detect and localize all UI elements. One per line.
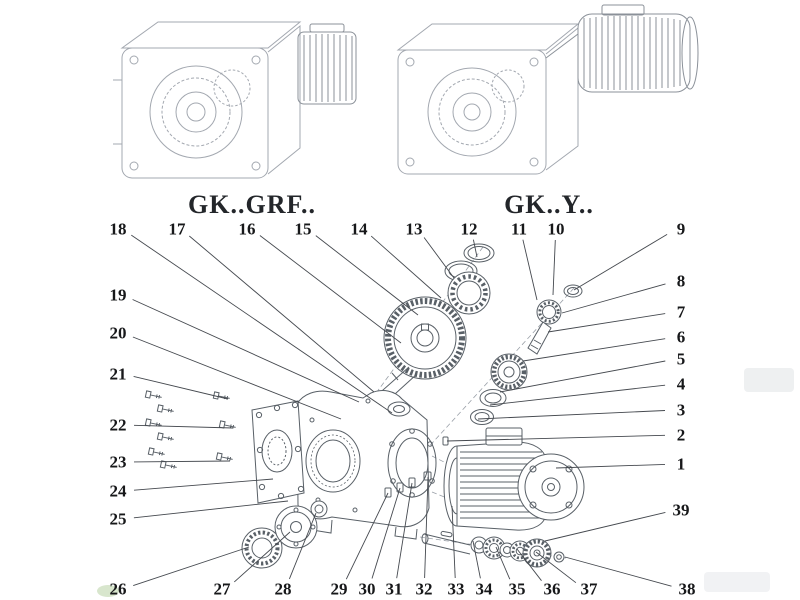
- model-label-grf: GK..GRF..: [188, 190, 316, 219]
- logo-watermark: [97, 585, 119, 597]
- leader-line-21: [133, 375, 229, 400]
- input-adapter-fins: [297, 23, 357, 105]
- part-callout-37: 37: [580, 579, 598, 599]
- part-callout-35: 35: [508, 579, 526, 599]
- motor-drawing: [545, 4, 699, 93]
- part-callout-21: 21: [109, 364, 127, 384]
- part-callout-29: 29: [330, 579, 348, 599]
- leader-line-34: [472, 540, 481, 579]
- model-label-y: GK..Y..: [504, 190, 594, 219]
- part-callout-13: 13: [405, 219, 423, 239]
- leader-line-4: [489, 384, 666, 406]
- part-callout-18: 18: [109, 219, 127, 239]
- gearbox-variant-grf-drawing: [113, 21, 357, 179]
- part-callout-26: 26: [109, 579, 127, 599]
- part-callout-39: 39: [672, 500, 690, 520]
- part-callout-24: 24: [109, 481, 127, 501]
- gearbox-housing: [296, 390, 437, 540]
- part-callout-19: 19: [109, 285, 127, 305]
- part-callout-22: 22: [109, 415, 127, 435]
- leader-line-2: [446, 434, 666, 442]
- part-callout-1: 1: [676, 454, 686, 474]
- leader-line-36: [516, 548, 542, 581]
- part-callout-30: 30: [358, 579, 376, 599]
- part-callout-8: 8: [676, 271, 686, 291]
- part-callout-20: 20: [109, 323, 127, 343]
- leader-line-14: [370, 235, 442, 299]
- leader-line-13: [423, 237, 455, 279]
- part-callout-34: 34: [475, 579, 493, 599]
- retaining-ring: [463, 243, 495, 263]
- part-callout-9: 9: [676, 219, 686, 239]
- part-callout-27: 27: [213, 579, 231, 599]
- part-callout-2: 2: [676, 425, 686, 445]
- leader-line-24: [133, 478, 274, 491]
- exploded-view-drawing: [144, 243, 585, 569]
- part-callout-31: 31: [385, 579, 403, 599]
- leader-line-28: [288, 512, 317, 580]
- part-callout-23: 23: [109, 452, 127, 472]
- part-callout-16: 16: [238, 219, 256, 239]
- part-callout-28: 28: [274, 579, 292, 599]
- part-callout-25: 25: [109, 509, 127, 529]
- leader-line-5: [499, 360, 666, 393]
- leader-line-22: [133, 424, 234, 429]
- bevel-gear: [490, 353, 528, 391]
- part-callout-36: 36: [543, 579, 561, 599]
- leader-line-17: [189, 235, 375, 393]
- leader-lines: [131, 234, 672, 587]
- part-callout-32: 32: [415, 579, 433, 599]
- leader-line-39: [544, 511, 666, 542]
- leader-line-16: [259, 235, 402, 344]
- leader-line-27: [233, 531, 291, 583]
- leader-line-18: [131, 234, 393, 414]
- part-callout-11: 11: [510, 219, 528, 239]
- leader-line-37: [535, 551, 577, 584]
- part-callout-17: 17: [168, 219, 186, 239]
- leader-line-1: [555, 463, 666, 469]
- part-callout-6: 6: [676, 327, 686, 347]
- part-callout-12: 12: [460, 219, 478, 239]
- leader-line-35: [495, 546, 511, 580]
- part-callout-3: 3: [676, 400, 686, 420]
- part-callout-38: 38: [678, 579, 696, 599]
- washer-rings: [470, 389, 507, 425]
- leader-line-11: [522, 239, 538, 301]
- leader-line-32: [424, 476, 429, 579]
- leader-line-3: [477, 410, 666, 420]
- leader-line-25: [133, 500, 289, 519]
- leader-line-38: [564, 556, 672, 587]
- leader-line-6: [522, 338, 666, 362]
- part-callout-14: 14: [350, 219, 368, 239]
- part-callout-33: 33: [447, 579, 465, 599]
- part-callout-4: 4: [676, 374, 686, 394]
- leader-line-23: [133, 460, 231, 463]
- leader-line-15: [315, 235, 419, 316]
- leader-line-30: [371, 487, 401, 579]
- part-callout-15: 15: [294, 219, 312, 239]
- part-callout-7: 7: [676, 302, 686, 322]
- leader-line-20: [132, 336, 342, 420]
- gearbox-variant-y-drawing: [396, 4, 699, 175]
- leader-line-19: [132, 299, 360, 403]
- leader-line-12: [472, 239, 478, 258]
- leader-line-33: [451, 505, 456, 579]
- input-pinion-parts: [527, 284, 583, 355]
- leader-line-31: [396, 482, 413, 579]
- part-callout-5: 5: [676, 349, 686, 369]
- leader-line-8: [561, 283, 666, 314]
- leader-line-9: [573, 234, 668, 291]
- part-callout-10: 10: [547, 219, 565, 239]
- helical-gear: [383, 296, 467, 380]
- leader-line-26: [133, 546, 250, 587]
- electric-motor: [443, 427, 585, 531]
- leader-line-7: [547, 313, 666, 333]
- leader-line-29: [345, 492, 389, 580]
- leader-line-10: [552, 239, 556, 296]
- ball-bearing-upper: [447, 271, 491, 315]
- mounting-flange-plate: [251, 400, 305, 504]
- watermark-smudges: [97, 368, 794, 597]
